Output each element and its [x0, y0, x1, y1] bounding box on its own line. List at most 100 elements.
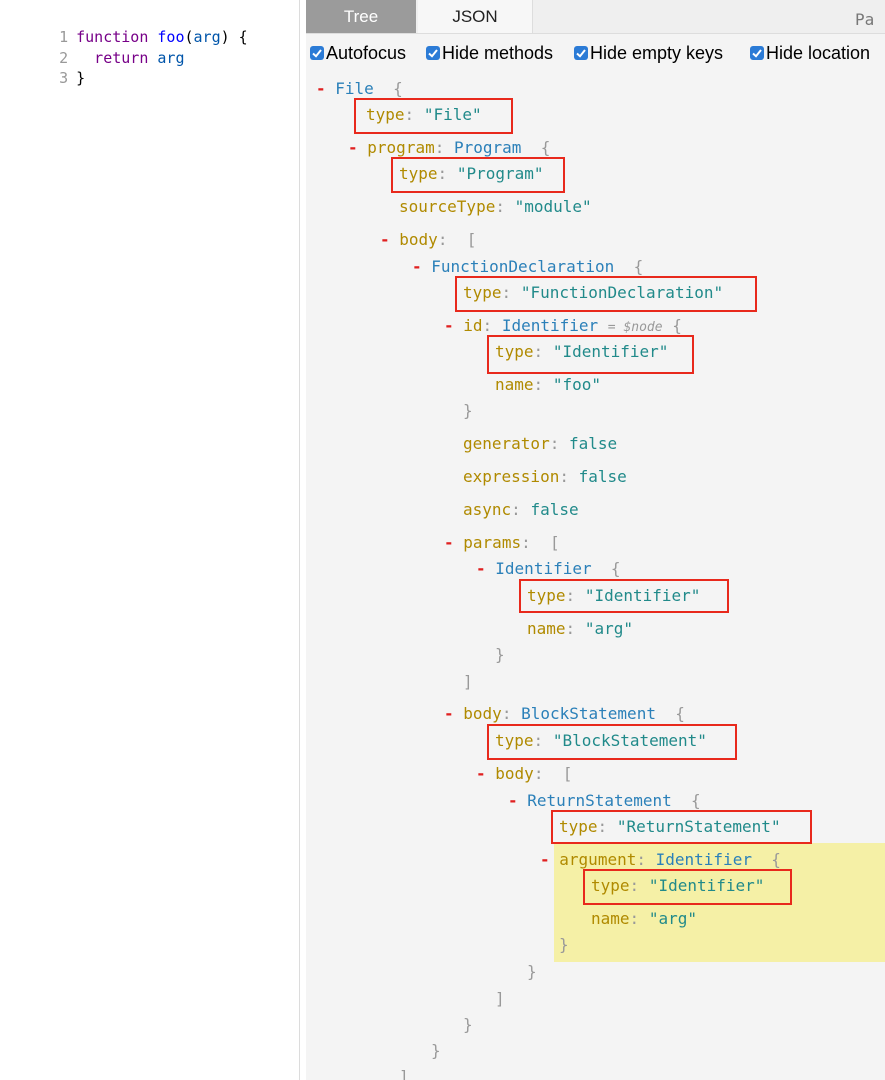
tab-json[interactable]: JSON	[418, 0, 533, 33]
colon: :	[533, 764, 544, 783]
tree-prop-type[interactable]: type: "ReturnStatement"	[559, 816, 781, 838]
prop-key: type	[366, 105, 405, 124]
close-bracket-glyph: ]	[463, 672, 473, 691]
colon: :	[597, 817, 608, 836]
prop-value: "Identifier"	[552, 342, 669, 361]
code-token: (	[184, 28, 194, 46]
tree-prop-type[interactable]: type: "Identifier"	[527, 585, 700, 607]
close-brace-glyph: }	[527, 962, 537, 981]
code-line-2[interactable]: 2 return arg	[0, 28, 184, 67]
prop-key: sourceType	[399, 197, 496, 216]
prop-value: "module"	[514, 197, 592, 216]
annotation-box	[551, 810, 812, 844]
tree-prop-type[interactable]: type: "FunctionDeclaration"	[463, 282, 723, 304]
colon: :	[404, 105, 415, 124]
open-bracket: [	[466, 230, 477, 249]
open-brace: {	[691, 791, 701, 810]
node-type-name: FunctionDeclaration	[431, 257, 615, 276]
tree-prop-name[interactable]: name: "arg"	[527, 618, 633, 640]
tree-node-identifier[interactable]: - Identifier {	[476, 558, 621, 580]
code-token: ) {	[220, 28, 248, 46]
annotation-box	[455, 276, 757, 312]
tree-options: Autofocus Hide methods Hide empty keys H…	[306, 38, 885, 68]
code-token: arg	[193, 28, 221, 46]
tree-node-return-statement[interactable]: - ReturnStatement {	[508, 790, 701, 812]
colon: :	[434, 138, 445, 157]
colon: :	[501, 283, 512, 302]
prop-key: type	[495, 731, 534, 750]
collapse-toggle[interactable]: -	[316, 79, 326, 98]
close-brace-glyph: }	[495, 645, 505, 664]
ast-panel: Tree JSON Pa Autofocus Hide methods Hide…	[306, 0, 885, 1080]
node-type-name: BlockStatement	[521, 704, 656, 723]
collapse-toggle[interactable]: -	[540, 850, 550, 869]
tab-tree[interactable]: Tree	[306, 0, 416, 33]
tree-node-program[interactable]: - program: Program {	[348, 137, 550, 159]
hide-empty-keys-checkbox[interactable]	[574, 46, 588, 60]
hide-location-checkbox[interactable]	[750, 46, 764, 60]
prop-key: argument	[559, 850, 637, 869]
tree-prop-type[interactable]: type: "Identifier"	[495, 341, 668, 363]
tree-prop-generator[interactable]: generator: false	[463, 433, 617, 455]
node-type-name: Identifier	[655, 850, 752, 869]
close-bracket-glyph: ]	[495, 989, 505, 1008]
tree-node-block-statement[interactable]: - body: BlockStatement {	[444, 703, 685, 725]
tree-prop-expression[interactable]: expression: false	[463, 466, 627, 488]
tree-prop-type[interactable]: type: "BlockStatement"	[495, 730, 707, 752]
collapse-toggle[interactable]: -	[380, 230, 390, 249]
colon: :	[521, 533, 531, 552]
open-bracket: [	[549, 533, 560, 552]
selected-node-highlight	[554, 843, 885, 962]
collapse-toggle[interactable]: -	[444, 704, 454, 723]
node-type-name: ReturnStatement	[527, 791, 672, 810]
autofocus-option[interactable]: Autofocus	[310, 40, 406, 66]
code-token: function	[76, 28, 149, 46]
tree-node-body[interactable]: - body: [	[476, 763, 572, 785]
tree-node-argument[interactable]: - argument: Identifier {	[540, 849, 781, 871]
collapse-toggle[interactable]: -	[508, 791, 518, 810]
collapse-toggle[interactable]: -	[476, 559, 486, 578]
hide-methods-option[interactable]: Hide methods	[426, 40, 553, 66]
colon: :	[549, 434, 560, 453]
autofocus-checkbox[interactable]	[310, 46, 324, 60]
colon: :	[533, 731, 544, 750]
prop-key: type	[463, 283, 502, 302]
collapse-toggle[interactable]: -	[444, 533, 454, 552]
hide-location-option[interactable]: Hide location	[750, 40, 870, 66]
prop-key: body	[399, 230, 438, 249]
annotation-box	[487, 335, 694, 374]
close-bracket: ]	[463, 671, 473, 693]
prop-value: "BlockStatement"	[552, 731, 707, 750]
tab-parser-truncated[interactable]: Pa	[855, 10, 875, 29]
tree-node-id[interactable]: - id: Identifier = $node {	[444, 315, 682, 337]
tree-prop-name[interactable]: name: "arg"	[591, 908, 697, 930]
annotation-box	[519, 579, 729, 613]
tree-prop-name[interactable]: name: "foo"	[495, 374, 601, 396]
tree-prop-async[interactable]: async: false	[463, 499, 579, 521]
close-bracket-glyph: ]	[399, 1067, 409, 1080]
tree-prop-source-type[interactable]: sourceType: "module"	[399, 196, 592, 218]
prop-value: "arg"	[584, 619, 633, 638]
prop-key: name	[591, 909, 630, 928]
collapse-toggle[interactable]: -	[444, 316, 454, 335]
code-line-3[interactable]: 3}	[0, 48, 85, 87]
tree-node-params[interactable]: - params: [	[444, 532, 560, 554]
tree-node-function-declaration[interactable]: - FunctionDeclaration {	[412, 256, 643, 278]
tree-prop-type[interactable]: type: "File"	[366, 104, 482, 126]
collapse-toggle[interactable]: -	[476, 764, 486, 783]
collapse-toggle[interactable]: -	[348, 138, 358, 157]
node-type-name: File	[335, 79, 374, 98]
tree-prop-type[interactable]: type: "Program"	[399, 163, 544, 185]
code-token: arg	[148, 49, 185, 67]
tree-prop-type[interactable]: type: "Identifier"	[591, 875, 764, 897]
hide-methods-checkbox[interactable]	[426, 46, 440, 60]
colon: :	[565, 586, 576, 605]
prop-key: type	[591, 876, 630, 895]
collapse-toggle[interactable]: -	[412, 257, 422, 276]
colon: :	[629, 876, 640, 895]
hide-empty-keys-option[interactable]: Hide empty keys	[574, 40, 723, 66]
tree-node-body[interactable]: - body: [	[380, 229, 476, 251]
tree-node-file[interactable]: - File {	[316, 78, 403, 100]
